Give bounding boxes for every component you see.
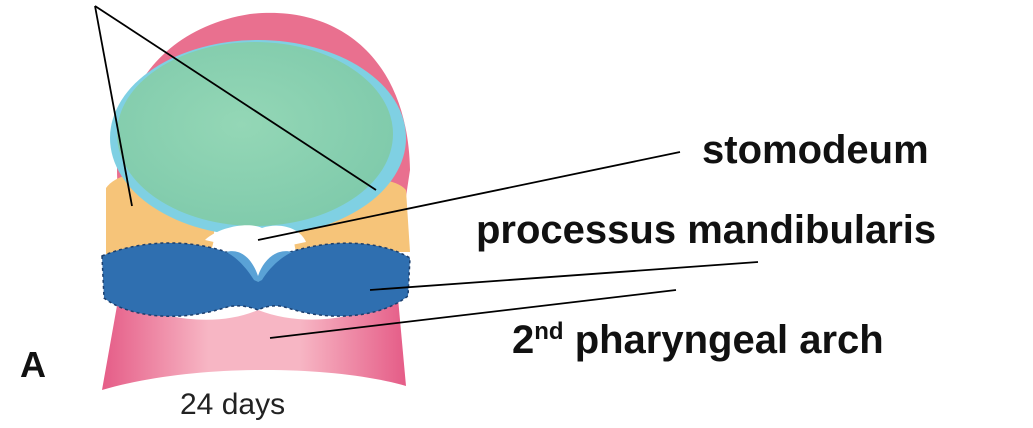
panel-letter: A bbox=[20, 344, 46, 385]
mandibular-highlight bbox=[226, 251, 292, 282]
leader-line-mandibular bbox=[369, 261, 759, 291]
leader-line-top-left-2 bbox=[94, 5, 377, 191]
label-arch-text: pharyngeal arch bbox=[563, 318, 884, 362]
leader-line-top-left-1 bbox=[94, 5, 133, 207]
leader-line-stomodeum bbox=[257, 151, 681, 241]
label-stomodeum: stomodeum bbox=[702, 128, 929, 172]
label-arch-ordinal: 2 bbox=[512, 318, 535, 362]
label-processus-mandibularis: processus mandibularis bbox=[476, 208, 937, 252]
label-second-pharyngeal-arch: 2nd pharyngeal arch bbox=[512, 318, 884, 363]
forebrain bbox=[117, 42, 393, 226]
stomodeum-opening bbox=[205, 225, 306, 252]
second-pharyngeal-arch bbox=[102, 298, 406, 390]
age-caption: 24 days bbox=[180, 388, 286, 421]
leader-line-arch bbox=[269, 289, 677, 339]
label-arch-ordinal-suffix: nd bbox=[534, 318, 564, 345]
